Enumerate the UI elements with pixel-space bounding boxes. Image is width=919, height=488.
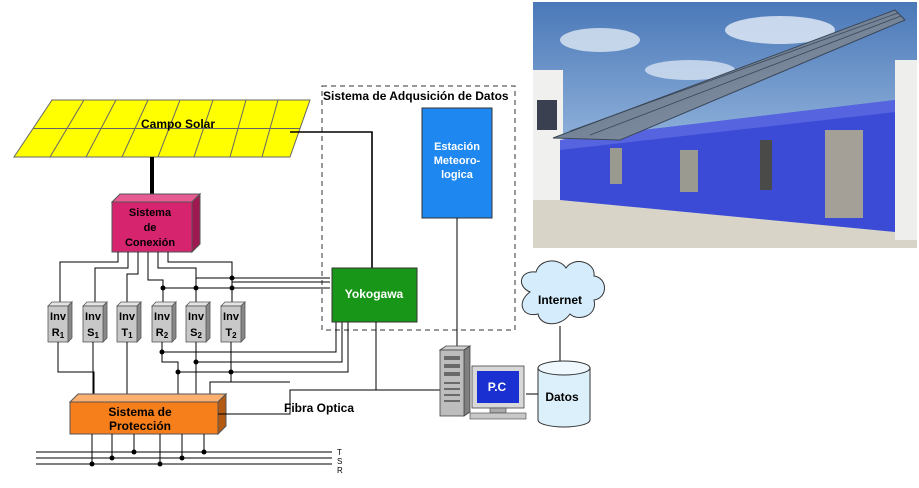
- yokogawa-logger: [331, 267, 418, 323]
- connection-line2: de: [144, 222, 157, 234]
- phase-s: S: [337, 457, 342, 466]
- connection-wiring: [59, 252, 330, 304]
- inverter-r1-name: R1: [52, 327, 65, 340]
- internet-cloud: [521, 260, 605, 325]
- inverter-t1-top: Inv: [119, 311, 136, 323]
- solar-field: [13, 99, 311, 158]
- inverter-t2: Inv T2: [220, 301, 246, 343]
- inverter-output-wiring: [57, 322, 349, 398]
- fiber-optic-line: [218, 389, 440, 415]
- connection-line1: Sistema: [129, 207, 172, 219]
- inverter-s1: Inv S1: [82, 301, 108, 343]
- inverter-s2-name: S2: [190, 327, 202, 340]
- inverter-s2: Inv S2: [185, 301, 211, 343]
- inverter-t1: Inv T1: [116, 301, 142, 343]
- protection-line1: Sistema de: [108, 405, 172, 419]
- weather-station: [421, 107, 493, 219]
- internet-label: Internet: [538, 293, 582, 307]
- database: [537, 360, 591, 428]
- connection-system: [110, 192, 202, 254]
- inverter-r1: Inv R1: [47, 301, 73, 343]
- pc-label: P.C: [488, 380, 507, 394]
- connection-line3: Conexión: [125, 237, 175, 249]
- building-photo: [533, 2, 917, 248]
- inverter-t2-top: Inv: [223, 311, 240, 323]
- inverter-t1-name: T1: [121, 327, 133, 340]
- inverter-t2-name: T2: [225, 327, 237, 340]
- inverter-r1-top: Inv: [50, 311, 67, 323]
- acquisition-system-label: Sistema de Adqusición de Datos: [323, 89, 509, 103]
- fiber-optic-label: Fibra Optica: [284, 401, 354, 415]
- inverter-group: Inv R1 Inv S1 Inv T1 Inv R2: [47, 301, 246, 343]
- inverter-s2-top: Inv: [188, 311, 205, 323]
- pc-tower: [438, 345, 472, 417]
- inverter-r2: Inv R2: [151, 301, 177, 343]
- acquisition-system-box: [321, 85, 516, 331]
- inverter-s1-top: Inv: [85, 311, 102, 323]
- weather-station-line1: Estación: [434, 141, 480, 153]
- yokogawa-label: Yokogawa: [345, 287, 404, 301]
- protection-line2: Protección: [109, 419, 171, 433]
- inverter-r2-top: Inv: [154, 311, 171, 323]
- inverter-s1-name: S1: [87, 327, 99, 340]
- inverter-r2-name: R2: [156, 327, 169, 340]
- weather-station-line2: Meteoro-: [434, 155, 481, 167]
- pc-monitor: [469, 365, 527, 420]
- phase-t: T: [337, 448, 342, 457]
- weather-station-line3: logica: [441, 169, 474, 181]
- solar-field-label: Campo Solar: [141, 117, 215, 131]
- phase-r: R: [337, 466, 343, 475]
- database-label: Datos: [545, 390, 579, 404]
